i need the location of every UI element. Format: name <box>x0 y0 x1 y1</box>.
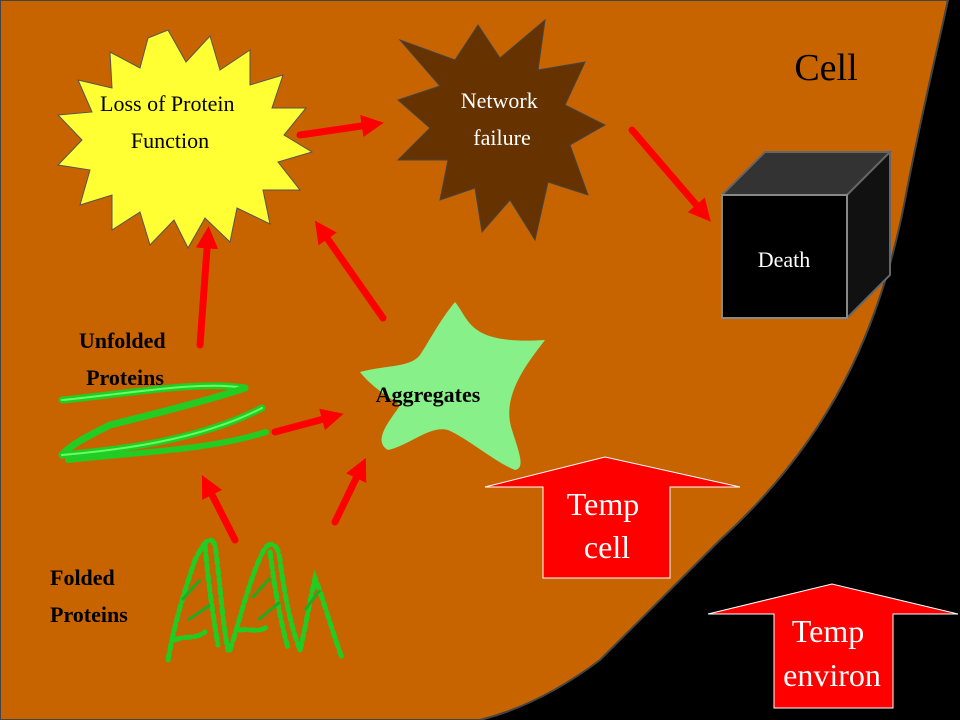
network-label-line1: Network <box>461 88 538 113</box>
temp-cell-line2: cell <box>584 529 630 565</box>
unfolded-label-line2: Proteins <box>86 365 164 390</box>
arrow-aggregates-to-loss <box>314 220 387 322</box>
aggregates-label: Aggregates <box>376 382 481 407</box>
loss-label-line1: Loss of Protein <box>100 91 234 116</box>
network-failure-burst <box>396 18 607 242</box>
arrow-folded-to-unfolded <box>201 475 239 544</box>
arrow-unfolded-to-loss <box>195 226 219 349</box>
svg-text:Folded Proteins: Folded Proteins <box>50 565 128 627</box>
death-cube <box>719 149 893 321</box>
arrow-loss-to-network <box>296 114 384 139</box>
death-label: Death <box>758 247 811 272</box>
cell-label: Cell <box>794 47 857 89</box>
arrows <box>195 114 711 544</box>
temp-environ-arrow <box>707 583 959 709</box>
svg-text:Unfolded Proteins: Unfolded Proteins <box>79 328 171 390</box>
unfolded-protein-strands <box>58 382 269 463</box>
svg-text:Network failure: Network failure <box>461 88 543 150</box>
unfolded-label-line1: Unfolded <box>79 328 166 353</box>
svg-text:Loss of Protein Function: Loss of Protein Function <box>100 91 240 153</box>
folded-label-line2: Proteins <box>50 602 128 627</box>
folded-protein-core <box>180 576 322 622</box>
temp-cell-arrow <box>484 456 741 579</box>
temp-environ-line2: environ <box>783 657 881 693</box>
svg-text:Temp environ: Temp environ <box>783 613 881 693</box>
arrow-network-to-death <box>628 126 711 222</box>
svg-text:Temp cell: Temp cell <box>567 486 647 565</box>
temp-cell-line1: Temp <box>567 486 639 522</box>
temp-environ-line1: Temp <box>792 613 864 649</box>
loss-label-line2: Function <box>131 128 209 153</box>
network-label-line2: failure <box>473 125 530 150</box>
arrow-folded-to-aggregates <box>331 457 367 526</box>
arrow-unfolded-to-aggregates <box>271 408 344 436</box>
folded-label-line1: Folded <box>50 565 115 590</box>
aggregates-blob <box>360 302 545 470</box>
